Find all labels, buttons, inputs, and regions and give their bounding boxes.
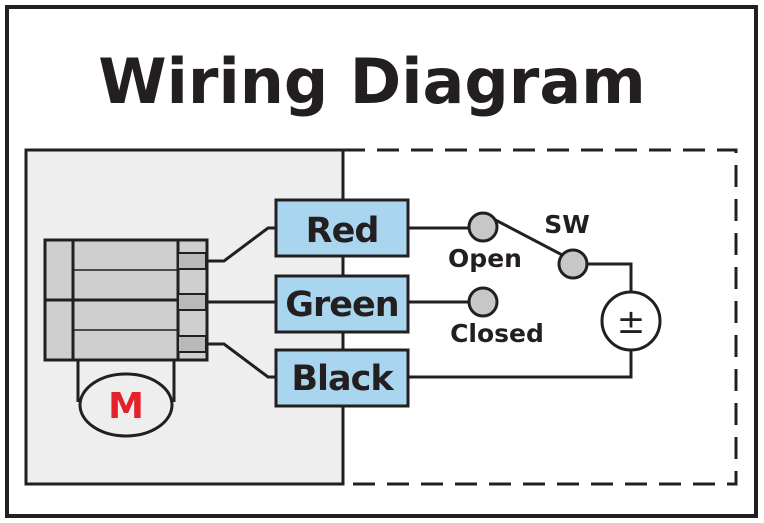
terminal-top [177,252,207,270]
wire-label-green: Green [285,285,398,325]
closed-label: Closed [450,319,544,348]
wire-red [206,226,276,263]
wire-black [206,342,276,379]
contact-common [557,248,589,280]
terminal-bottom [177,335,207,353]
wire-box-green [274,274,410,334]
switch-blade [483,212,569,260]
wire-label-red: Red [306,211,379,251]
switch-label: SW [544,210,590,239]
wire-label-black: Black [291,359,394,399]
contact-closed [467,286,499,318]
external-boundary [343,148,738,486]
wire-switch-to-supply [588,262,633,292]
power-symbol: ± [617,302,646,342]
motor-label: M [108,386,144,427]
open-label: Open [448,244,522,273]
contact-open [467,211,499,243]
power-supply [600,290,662,352]
motor [78,372,174,438]
terminal-middle [177,293,207,311]
diagram-title: Wiring Diagram [98,45,646,118]
wire-black-return [408,350,633,379]
